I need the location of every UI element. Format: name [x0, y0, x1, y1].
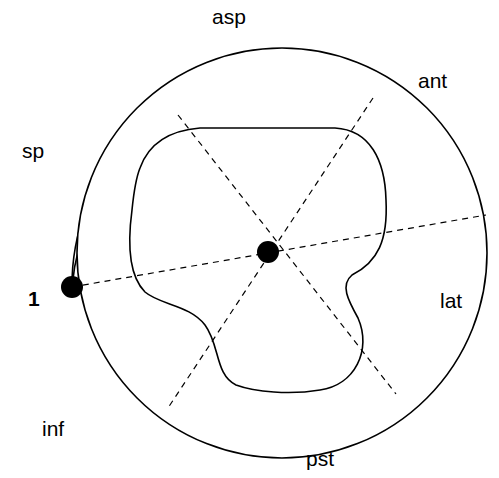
region-label: sp	[22, 140, 44, 161]
region-label: inf	[42, 418, 64, 439]
region-label: ant	[418, 70, 447, 91]
dashed-divider	[168, 98, 373, 408]
dashed-divider	[72, 215, 486, 287]
inner-outline	[130, 128, 386, 392]
dashed-divider	[178, 115, 396, 394]
outer-circle	[77, 48, 487, 458]
region-label: pst	[306, 448, 334, 469]
region-label: lat	[440, 290, 462, 311]
callout-number: 1	[28, 288, 40, 309]
point-dot	[61, 276, 83, 298]
center-dot	[257, 241, 279, 263]
region-label: asp	[212, 6, 246, 27]
